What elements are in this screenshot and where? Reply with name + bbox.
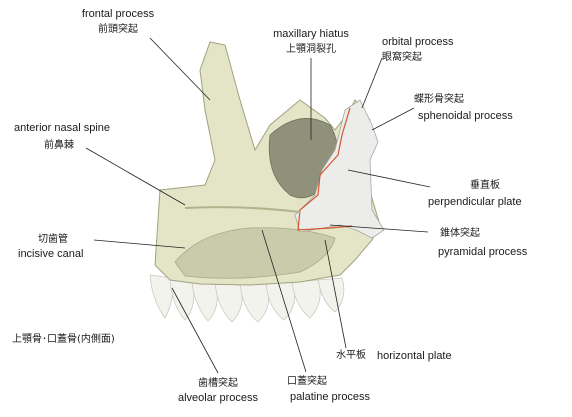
perpendicular-plate-label-jp: 垂直板 <box>470 180 500 191</box>
anterior-nasal-spine-label-jp: 前鼻棘 <box>44 140 74 151</box>
orbital-process-label-jp: 眼窩突起 <box>382 52 422 63</box>
pyramidal-process-label-jp: 錐体突起 <box>440 228 480 239</box>
leader-lines <box>85 37 431 374</box>
palatine-process-label-en: palatine process <box>289 391 371 403</box>
horizontal-plate-label-jp: 水平板 <box>336 350 366 361</box>
alveolar-process-label-en: alveolar process <box>177 392 259 404</box>
maxillary-hiatus-label-jp: 上顎洞裂孔 <box>286 44 336 55</box>
incisive-canal-label-jp: 切歯管 <box>38 234 68 245</box>
nasal-crest <box>184 206 301 213</box>
maxillary-hiatus-label-en: maxillary hiatus <box>273 28 349 40</box>
frontal-process-label-jp: 前頭突起 <box>98 24 138 35</box>
frontal-process-label-en: frontal process <box>81 8 155 20</box>
suture-line <box>297 107 353 231</box>
palatine-bone <box>294 99 385 239</box>
orbital-process-label-en: orbital process <box>382 36 454 48</box>
sphenoidal-process-label-jp: 蝶形骨突起 <box>414 94 464 105</box>
perpendicular-plate-label-en: perpendicular plate <box>428 196 522 208</box>
alveolar-process-label-jp: 歯槽突起 <box>198 378 238 389</box>
pyramidal-process-label-en: pyramidal process <box>438 246 528 258</box>
palatal-recess <box>174 227 336 279</box>
anterior-nasal-spine-label-en: anterior nasal spine <box>14 122 111 134</box>
figure-caption: 上顎骨･口蓋骨(内側面) <box>12 334 115 345</box>
incisive-canal-label-en: incisive canal <box>18 248 84 260</box>
sphenoidal-process-label-en: sphenoidal process <box>418 110 513 122</box>
palatine-process-label-jp: 口蓋突起 <box>287 376 327 387</box>
horizontal-plate-label-en: horizontal plate <box>377 350 452 362</box>
